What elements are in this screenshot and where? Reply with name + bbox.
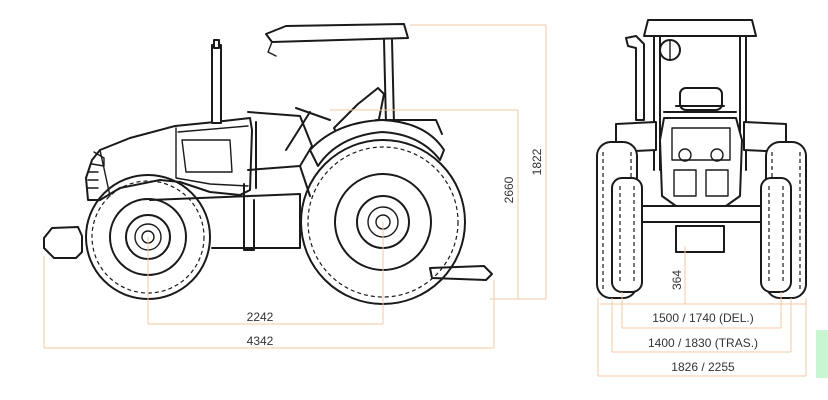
- dimension-2242-label: 2242: [247, 310, 274, 324]
- front-steering: [663, 105, 737, 113]
- headlight-right: [710, 148, 724, 162]
- dimension-364-label: 364: [670, 270, 684, 290]
- exhaust-pipe: [211, 44, 222, 124]
- dimension-4342-label: 4342: [247, 334, 274, 348]
- rear-fender: [309, 119, 445, 167]
- chassis: [149, 183, 301, 251]
- front-view-tractor: [596, 19, 807, 299]
- canopy-rear-post: [383, 39, 395, 125]
- dimension-1822-label: 1822: [530, 148, 544, 175]
- front-ballast: [675, 225, 725, 253]
- side-view-tractor: [43, 23, 493, 305]
- side-panel: [181, 139, 233, 173]
- steering-wheel: [285, 107, 331, 151]
- front-exhaust: [625, 35, 645, 121]
- canopy-handle: [267, 41, 277, 57]
- accent-strip: [816, 330, 828, 378]
- dimension-2660-label: 2660: [502, 176, 516, 203]
- rear-track-label: 1400 / 1830 (TRAS.): [648, 336, 758, 350]
- cab-frame: [247, 111, 313, 197]
- front-grille: [673, 169, 729, 197]
- front-view-front-wheel-right: [760, 177, 792, 293]
- front-axle: [639, 205, 763, 223]
- canopy-roof: [265, 23, 409, 43]
- front-grille-top: [671, 127, 731, 161]
- front-weight: [43, 226, 83, 259]
- front-track-label: 1500 / 1740 (DEL.): [652, 311, 753, 325]
- side-view-dimensions: [43, 24, 547, 349]
- fender-top: [375, 119, 443, 135]
- front-view-dimensions: [597, 246, 807, 377]
- hood-detail: [99, 125, 249, 197]
- front-canopy-posts: [653, 35, 747, 171]
- front-canopy-roof: [643, 19, 757, 37]
- exhaust-cap: [213, 39, 220, 49]
- headlight-left: [678, 148, 692, 162]
- overall-width-label: 1826 / 2255: [671, 360, 735, 374]
- front-seat: [679, 87, 723, 111]
- drawbar: [429, 265, 493, 281]
- grille: [87, 151, 105, 189]
- front-view-front-wheel-left: [611, 177, 643, 293]
